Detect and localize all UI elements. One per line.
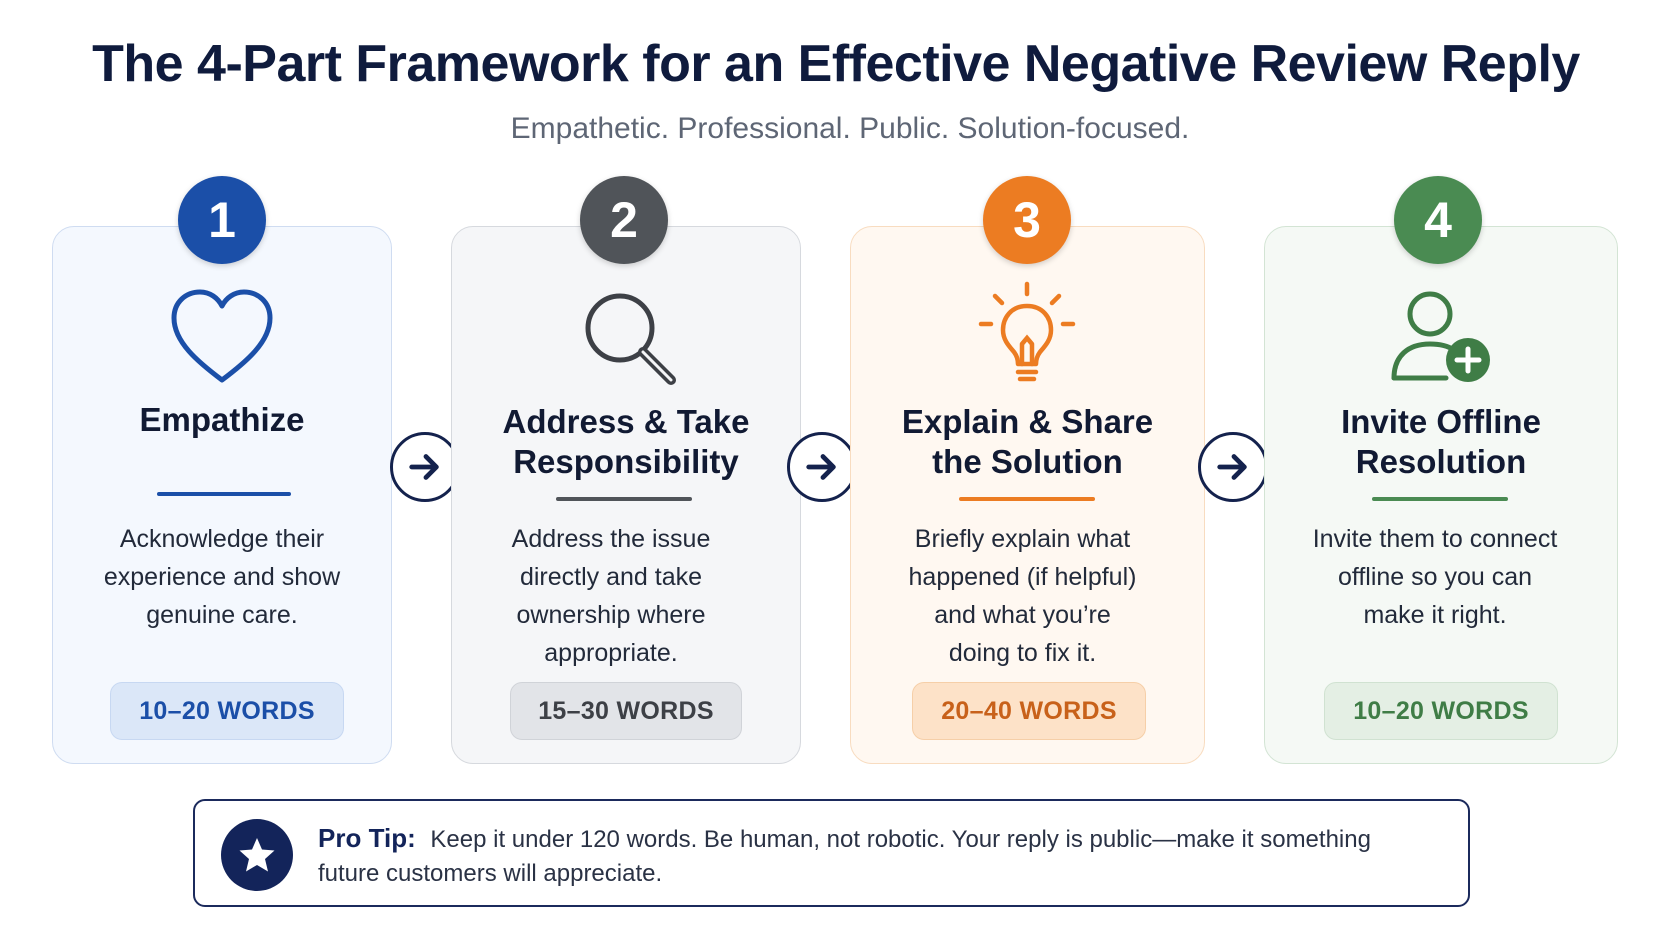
word-count-badge: 15–30 WORDS (510, 682, 742, 740)
step-card-explain (850, 226, 1205, 764)
step-title: Address & Take Responsibility (502, 403, 750, 480)
step-underline (157, 492, 291, 496)
step-underline (959, 497, 1095, 501)
step-description: Acknowledge their experience and show ge… (103, 525, 341, 629)
step-card-address (451, 226, 801, 764)
step-description: Briefly explain what happened (if helpfu… (908, 525, 1137, 667)
page-title: The 4-Part Framework for an Effective Ne… (92, 35, 1580, 93)
heart-icon (171, 289, 273, 383)
lightbulb-icon (978, 281, 1076, 382)
pro-tip-box: Pro Tip: Keep it under 120 words. Be hum… (193, 799, 1470, 907)
next-step-arrow (1198, 432, 1268, 502)
step-description: Invite them to connect offline so you ca… (1312, 525, 1558, 629)
step-number-badge: 4 (1394, 176, 1482, 264)
pro-tip-line: future customers will appreciate. (318, 860, 663, 887)
arrow-right-icon (409, 454, 439, 480)
word-count-badge: 10–20 WORDS (110, 682, 344, 740)
step-underline (1372, 497, 1508, 501)
word-count-badge: 20–40 WORDS (912, 682, 1146, 740)
step-description: Address the issue directly and take owne… (511, 525, 711, 667)
arrow-right-icon (1217, 454, 1247, 480)
step-number-badge: 3 (983, 176, 1071, 264)
step-title: Invite Offline Resolution (1341, 403, 1541, 480)
add-user-icon (1391, 291, 1490, 382)
star-icon (221, 819, 293, 891)
pro-tip-line: Keep it under 120 words. Be human, not r… (430, 826, 1371, 853)
next-step-arrow (787, 432, 857, 502)
step-title: Empathize (139, 401, 305, 438)
step-underline (556, 497, 692, 501)
page-subtitle: Empathetic. Professional. Public. Soluti… (510, 112, 1190, 145)
step-number-badge: 2 (580, 176, 668, 264)
star-shape (239, 838, 275, 872)
word-count-badge: 10–20 WORDS (1324, 682, 1558, 740)
pro-tip-text: Pro Tip: Keep it under 120 words. Be hum… (318, 821, 1438, 891)
step-card-invite (1264, 226, 1618, 764)
arrow-right-icon (806, 454, 836, 480)
magnifier-icon (585, 293, 676, 385)
next-step-arrow (390, 432, 460, 502)
step-title: Explain & Share the Solution (901, 403, 1154, 480)
step-number-badge: 1 (178, 176, 266, 264)
pro-tip-label: Pro Tip: (318, 823, 416, 853)
